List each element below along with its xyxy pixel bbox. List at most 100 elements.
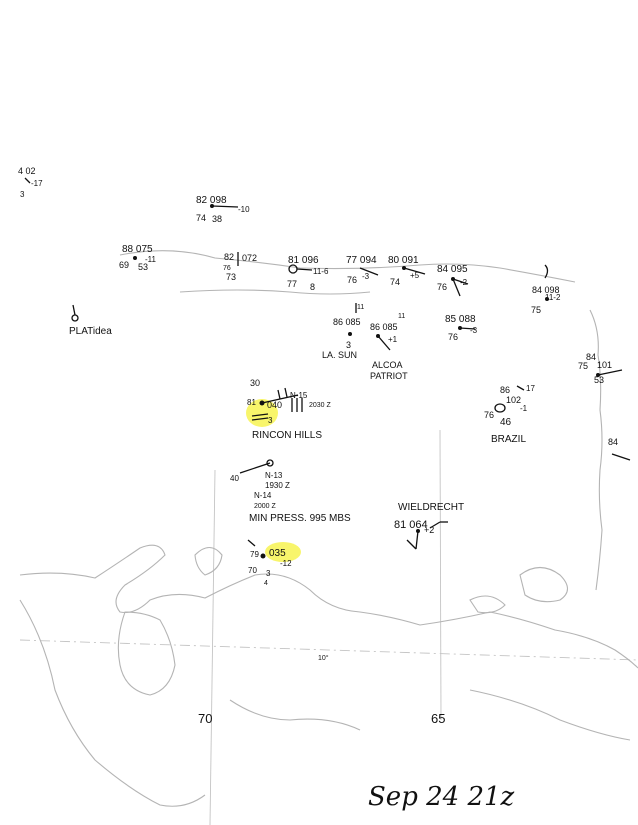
station-value: 76 <box>484 410 494 420</box>
station-ring <box>71 314 79 322</box>
wind-speed-label: 17 <box>526 384 535 393</box>
wind-barb <box>544 264 549 279</box>
station-platidea: PLATidea <box>69 304 112 337</box>
station-value: -3 <box>362 272 370 281</box>
wind-speed-label: 40 <box>230 474 239 483</box>
station-value: 73 <box>226 272 236 282</box>
station-value: 3 <box>346 340 351 350</box>
station-value: 82 098 <box>196 195 227 206</box>
wind-barb <box>211 205 239 208</box>
station-dot <box>348 332 352 336</box>
station-value: 81 096 <box>288 255 319 266</box>
station-value: 84 095 <box>437 264 468 275</box>
station-value: 86 <box>500 385 510 395</box>
station-value: 86 085 <box>333 317 361 327</box>
wind-barb <box>459 327 476 330</box>
base-map <box>19 250 638 825</box>
date-stamp: Sep 24 21z <box>368 782 515 812</box>
inland-line-1 <box>229 699 361 731</box>
lesser-antilles <box>589 309 603 591</box>
ship-report-id: N-13 <box>265 471 283 480</box>
station-h: 84 098 11-2 75 <box>531 264 561 315</box>
ship-name-brazil: BRAZIL <box>491 434 526 445</box>
station-value: +2 <box>424 525 434 535</box>
station-b: 88 075 -11 69 53 <box>119 244 157 272</box>
wind-barb <box>251 417 269 421</box>
meridian-70 <box>209 469 216 825</box>
margarita <box>469 595 506 614</box>
wind-barb <box>239 462 271 474</box>
wind-barb <box>403 267 426 275</box>
station-value: -2 <box>460 278 468 287</box>
station-ring <box>494 403 506 413</box>
station-value: 86 085 <box>370 322 398 332</box>
latitude-label: 10° <box>318 654 329 662</box>
station-value: 035 <box>269 548 286 559</box>
station-value: -12 <box>280 559 292 568</box>
station-value: 82 <box>224 252 234 262</box>
station-value: 53 <box>138 262 148 272</box>
station-value: -10 <box>238 205 250 214</box>
ship-name-platidea: PLATidea <box>69 326 112 337</box>
station-value: 101 <box>597 360 612 370</box>
antilles-coast <box>119 250 576 283</box>
station-value: 77 094 <box>346 255 377 266</box>
station-ring <box>288 264 298 274</box>
station-value: -11 <box>145 255 157 264</box>
station-value: 81 <box>247 398 256 407</box>
longitude-label-70: 70 <box>198 711 212 726</box>
station-value: -1 <box>520 404 528 413</box>
station-value: 3 <box>266 569 271 578</box>
station-f: 80 091 +5 74 <box>388 255 426 287</box>
wind-speed-label: 11 <box>398 313 405 320</box>
station-k: 84 101 75 53 <box>578 352 623 385</box>
station-value: -17 <box>31 179 43 188</box>
observation-time: 2030 Z <box>309 402 332 409</box>
wind-barb <box>429 521 441 529</box>
station-value: 040 <box>267 400 282 410</box>
ship-name-rincon-hills: RINCON HILLS <box>252 430 322 441</box>
track-annotations: 40 N-13 1930 Z N-14 2000 Z MIN PRESS. 99… <box>230 459 351 524</box>
station-value: -3 <box>470 326 478 335</box>
station-value: 85 088 <box>445 314 476 325</box>
wind-arrow <box>516 385 525 391</box>
station-rincon-hills: 30 81 040 N-15 2030 Z 3 RINCON HILLS <box>247 378 332 441</box>
station-value: 74 <box>196 213 206 223</box>
station-d: 81 096 11-6 77 8 <box>287 255 329 292</box>
observation-time: 2000 Z <box>254 503 277 510</box>
wind-barb <box>284 387 288 398</box>
station-value: 70 <box>248 566 257 575</box>
wind-barb <box>377 335 391 351</box>
longitude-label-65: 65 <box>431 711 445 726</box>
ship-name-la-sun: LA. SUN <box>322 350 357 360</box>
station-value: 84 <box>586 352 596 362</box>
station-g: 84 095 -2 76 <box>437 264 469 297</box>
wind-barb <box>452 278 461 297</box>
meridian-65 <box>439 429 442 721</box>
venezuela-coast <box>19 544 638 669</box>
station-value: 76 <box>347 275 357 285</box>
station-value: 102 <box>506 395 521 405</box>
station-value: 072 <box>242 253 257 263</box>
wind-barb <box>24 177 31 184</box>
station-value: 76 <box>448 332 458 342</box>
ship-name-alcoa: ALCOA <box>372 360 403 370</box>
station-value: 46 <box>500 417 512 428</box>
wind-barb <box>277 389 281 400</box>
ship-report-id: N-15 <box>290 391 308 400</box>
observation-time: 1930 Z <box>265 481 290 490</box>
trinidad <box>519 566 569 603</box>
station-value: 80 091 <box>388 255 419 266</box>
aruba-curacao <box>194 546 223 576</box>
station-value: 53 <box>594 375 604 385</box>
station-value: 74 <box>390 277 400 287</box>
station-value: 3 <box>268 416 273 425</box>
station-c: 82 072 76 73 <box>223 252 257 282</box>
highlight-min-pressure-station <box>265 542 301 562</box>
station-value: 4 02 <box>18 166 36 176</box>
station-value: 84 <box>608 437 618 447</box>
station-value: 77 <box>287 279 297 289</box>
station-value: 38 <box>212 214 222 224</box>
ship-report-id: N-14 <box>254 491 272 500</box>
